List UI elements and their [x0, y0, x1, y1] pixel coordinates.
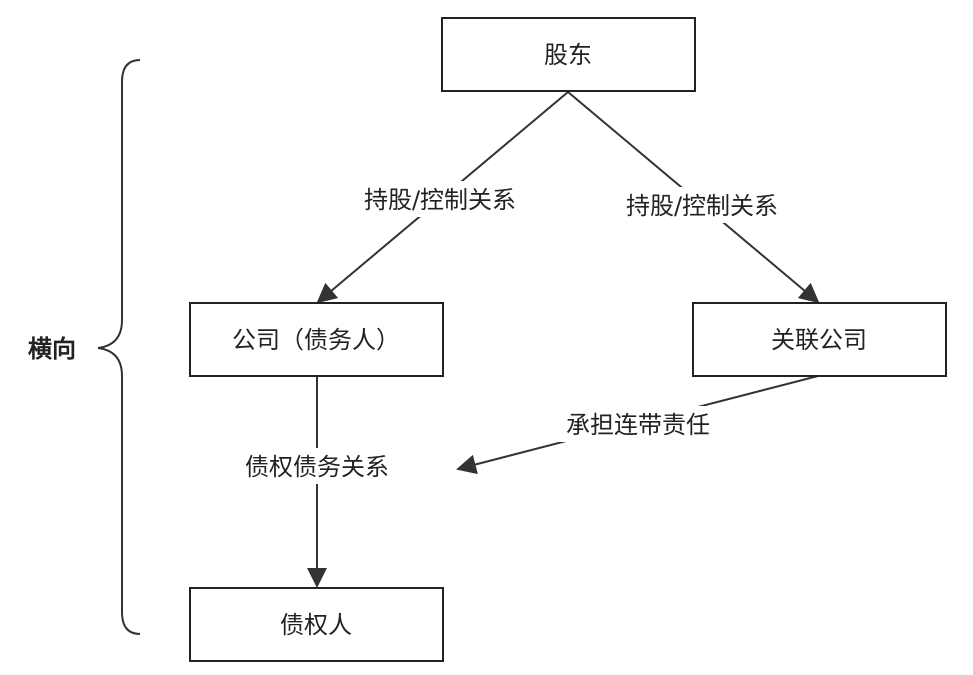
node-company-debtor: 公司（债务人） [189, 302, 444, 377]
node-company-debtor-label: 公司（债务人） [232, 326, 400, 354]
node-creditor: 债权人 [189, 587, 444, 662]
node-creditor-label: 债权人 [280, 611, 352, 639]
right-holding-label: 持股/控制关系 [626, 192, 778, 220]
node-shareholder-label: 股东 [544, 41, 592, 69]
left-holding-label-bg [344, 181, 536, 217]
debt-label-bg [224, 448, 410, 484]
right-holding-label-bg [606, 187, 798, 223]
joint-liability-label: 承担连带责任 [566, 411, 710, 439]
node-shareholder: 股东 [441, 17, 696, 92]
brace-label: 横向 [28, 335, 76, 363]
node-affiliated-company-label: 关联公司 [771, 326, 867, 354]
left-holding-label: 持股/控制关系 [364, 186, 516, 214]
debt-label: 债权债务关系 [245, 453, 389, 481]
joint-liability-label-bg [548, 406, 728, 442]
horizontal-brace [97, 59, 141, 635]
node-affiliated-company: 关联公司 [692, 302, 947, 377]
